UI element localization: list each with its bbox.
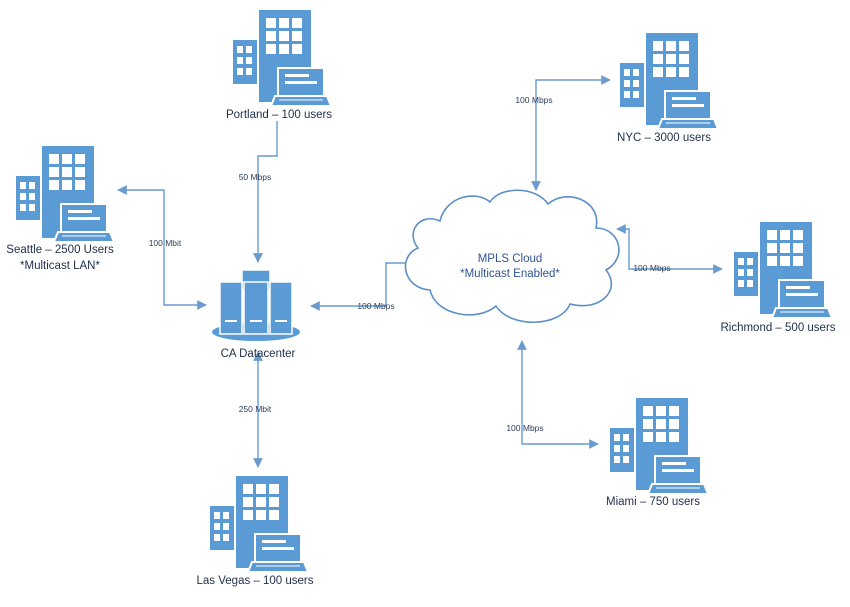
building-miami-icon	[609, 397, 709, 495]
building-lasvegas-icon	[209, 475, 309, 573]
site-note-seattle: *Multicast LAN*	[20, 260, 100, 272]
mpls-cloud: MPLS Cloud *Multicast Enabled*	[404, 189, 620, 323]
link-richmond-cloud	[616, 224, 723, 274]
site-label-richmond: Richmond – 500 users	[720, 322, 835, 334]
link-label-nyc: 100 Mbps	[515, 95, 552, 105]
link-label-richmond: 100 Mbps	[633, 263, 670, 273]
building-seattle-icon	[15, 145, 115, 243]
building-nyc-icon	[619, 32, 719, 130]
building-portland-icon	[232, 9, 332, 107]
cloud-subtitle: *Multicast Enabled*	[460, 268, 560, 280]
site-label-nyc: NYC – 3000 users	[617, 132, 711, 144]
link-label-portland: 50 Mbps	[239, 172, 272, 182]
link-portland-datacenter	[253, 121, 278, 263]
cloud-shape	[404, 189, 620, 323]
link-label-miami: 100 Mbps	[506, 423, 543, 433]
link-cloud-datacenter	[310, 262, 406, 311]
building-richmond-icon	[733, 221, 833, 319]
datacenter-label: CA Datacenter	[221, 348, 296, 360]
link-label-cloud-dc: 100 Mbps	[357, 301, 394, 311]
site-label-portland: Portland – 100 users	[226, 109, 332, 121]
link-seattle-datacenter	[117, 185, 207, 310]
site-label-miami: Miami – 750 users	[606, 496, 700, 508]
link-miami-cloud	[517, 340, 599, 449]
datacenter-icon	[211, 269, 301, 342]
link-label-seattle: 100 Mbit	[149, 238, 182, 248]
link-nyc-cloud	[531, 75, 611, 191]
link-label-lasvegas: 250 Mbit	[239, 404, 272, 414]
site-label-lasvegas: Las Vegas – 100 users	[197, 575, 314, 587]
site-label-seattle: Seattle – 2500 Users	[6, 244, 114, 256]
cloud-title: MPLS Cloud	[478, 253, 543, 265]
